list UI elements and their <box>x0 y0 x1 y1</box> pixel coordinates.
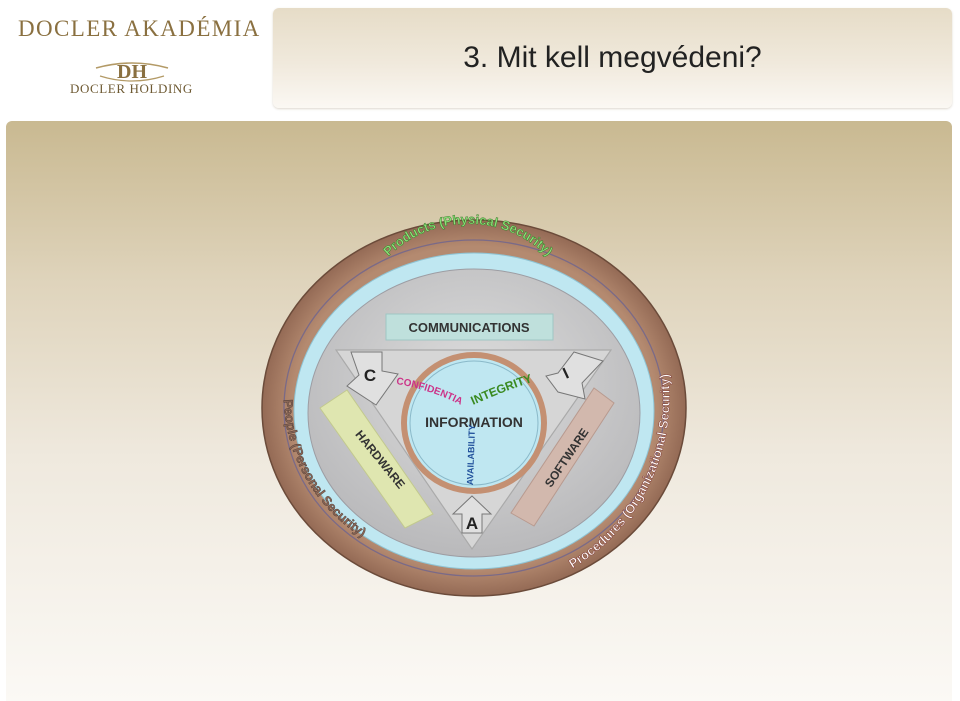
information-ring <box>401 352 547 494</box>
corner-i-label: I <box>560 365 571 382</box>
information-ring-inner <box>409 360 539 486</box>
software-band <box>510 387 615 527</box>
outer-ring-inner-edge <box>283 239 665 577</box>
availability-label: AVAILABILITY <box>465 424 477 485</box>
dh-monogram-icon: DH <box>95 61 169 83</box>
content-panel: COMMUNICATIONS HARDWARE SOFTWARE C I A I… <box>6 121 952 701</box>
arrow-i-icon <box>545 351 604 400</box>
arrow-c-icon <box>346 351 399 406</box>
academy-name: DOCLER AKADÉMIA <box>18 16 261 41</box>
arrow-a-icon <box>451 495 493 534</box>
communications-band <box>385 313 554 341</box>
security-diagram: COMMUNICATIONS HARDWARE SOFTWARE C I A I… <box>6 121 687 597</box>
corner-a-label: A <box>466 514 478 533</box>
dh-monogram-text: DH <box>117 61 147 83</box>
communications-label: COMMUNICATIONS <box>408 320 529 335</box>
corner-c-label: C <box>364 366 376 385</box>
title-bar: 3. Mit kell megvédeni? <box>273 8 952 108</box>
hardware-band <box>319 389 434 529</box>
holding-name: DOCLER HOLDING <box>70 81 193 96</box>
slide-title: 3. Mit kell megvédeni? <box>463 41 762 74</box>
information-label: INFORMATION <box>425 414 523 430</box>
logo: DOCLER AKADÉMIA DH DOCLER HOLDING <box>0 0 268 110</box>
